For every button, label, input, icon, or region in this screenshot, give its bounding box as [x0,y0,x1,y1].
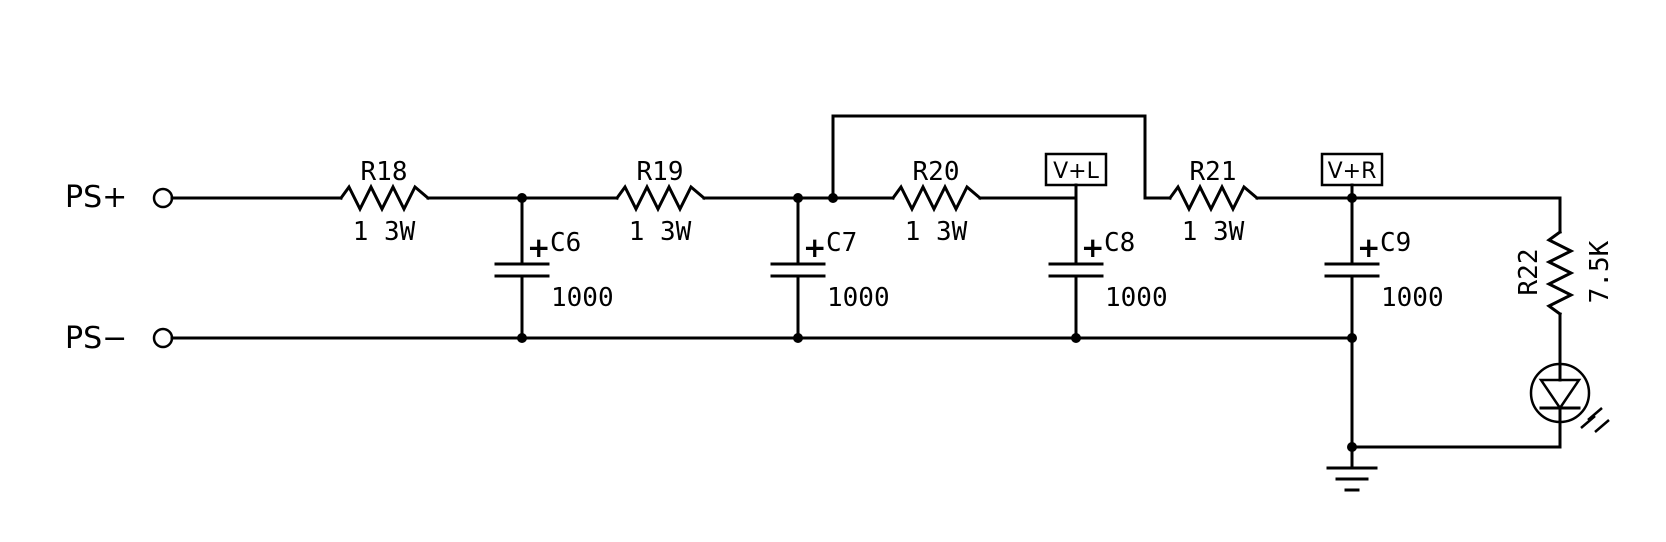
junction-dot [1347,442,1357,452]
terminal-ps-minus-circle [152,327,174,349]
junction-dot [1347,333,1357,343]
resistor-r21-value: 1 3W [1182,217,1245,247]
junction-dot [517,193,527,203]
resistor-r22-value: 7.5K [1585,240,1615,303]
capacitor-c9-ref: C9 [1380,228,1411,258]
junction-dot [517,333,527,343]
net-label-vr: V+R [1320,152,1384,187]
capacitor-c9-value: 1000 [1381,283,1444,313]
net-label-vl-text: V+L [1053,159,1099,184]
capacitor-c6-polarity: + [527,231,550,264]
capacitor-c6-ref: C6 [550,228,581,258]
terminal-ps-minus-label: PS− [65,321,127,356]
terminal-ps-plus: PS+ [65,180,174,215]
terminal-ps-plus-label: PS+ [65,180,127,215]
resistor-r19: R19 1 3W [614,157,707,247]
resistor-r19-value: 1 3W [629,217,692,247]
capacitor-c8-polarity: + [1081,231,1104,264]
capacitor-c8-value: 1000 [1105,283,1168,313]
resistor-r18-ref: R18 [361,157,408,187]
resistor-r20: R20 1 3W [890,157,983,247]
net-label-vl: V+L [1044,152,1108,187]
capacitor-c8-ref: C8 [1104,228,1135,258]
resistor-r20-ref: R20 [913,157,960,187]
capacitor-c8: + C8 1000 [1048,183,1168,340]
capacitor-c9-polarity: + [1357,231,1380,264]
capacitor-c7: + C7 1000 [770,196,890,340]
capacitor-c6-value: 1000 [551,283,614,313]
junction-dot [828,193,838,203]
capacitor-c7-polarity: + [803,231,826,264]
capacitor-c7-value: 1000 [827,283,890,313]
junction-dot [793,333,803,343]
capacitor-c7-ref: C7 [826,228,857,258]
resistor-r22-ref: R22 [1514,249,1544,296]
resistor-r18: R18 1 3W [338,157,431,247]
net-label-vr-text: V+R [1328,159,1377,184]
resistor-r18-value: 1 3W [353,217,416,247]
ground-icon [1326,466,1378,492]
junction-dot [1071,333,1081,343]
junction-dot [1347,193,1357,203]
resistor-r21-ref: R21 [1190,157,1237,187]
resistor-r20-value: 1 3W [905,217,968,247]
capacitor-c6: + C6 1000 [494,196,614,340]
terminal-ps-minus: PS− [65,321,174,356]
led [1529,362,1610,449]
capacitor-c9: + C9 1000 [1324,183,1444,340]
resistor-r22: R22 7.5K [1514,229,1615,377]
net-label-vr-box [1320,152,1384,187]
resistor-r19-ref: R19 [637,157,684,187]
junction-dots [517,193,1357,452]
net-label-vl-box [1044,152,1108,187]
resistor-r21: R21 1 3W [1167,157,1260,247]
junction-dot [793,193,803,203]
terminal-ps-plus-circle [152,187,174,209]
led-diode-triangle [1538,378,1582,411]
